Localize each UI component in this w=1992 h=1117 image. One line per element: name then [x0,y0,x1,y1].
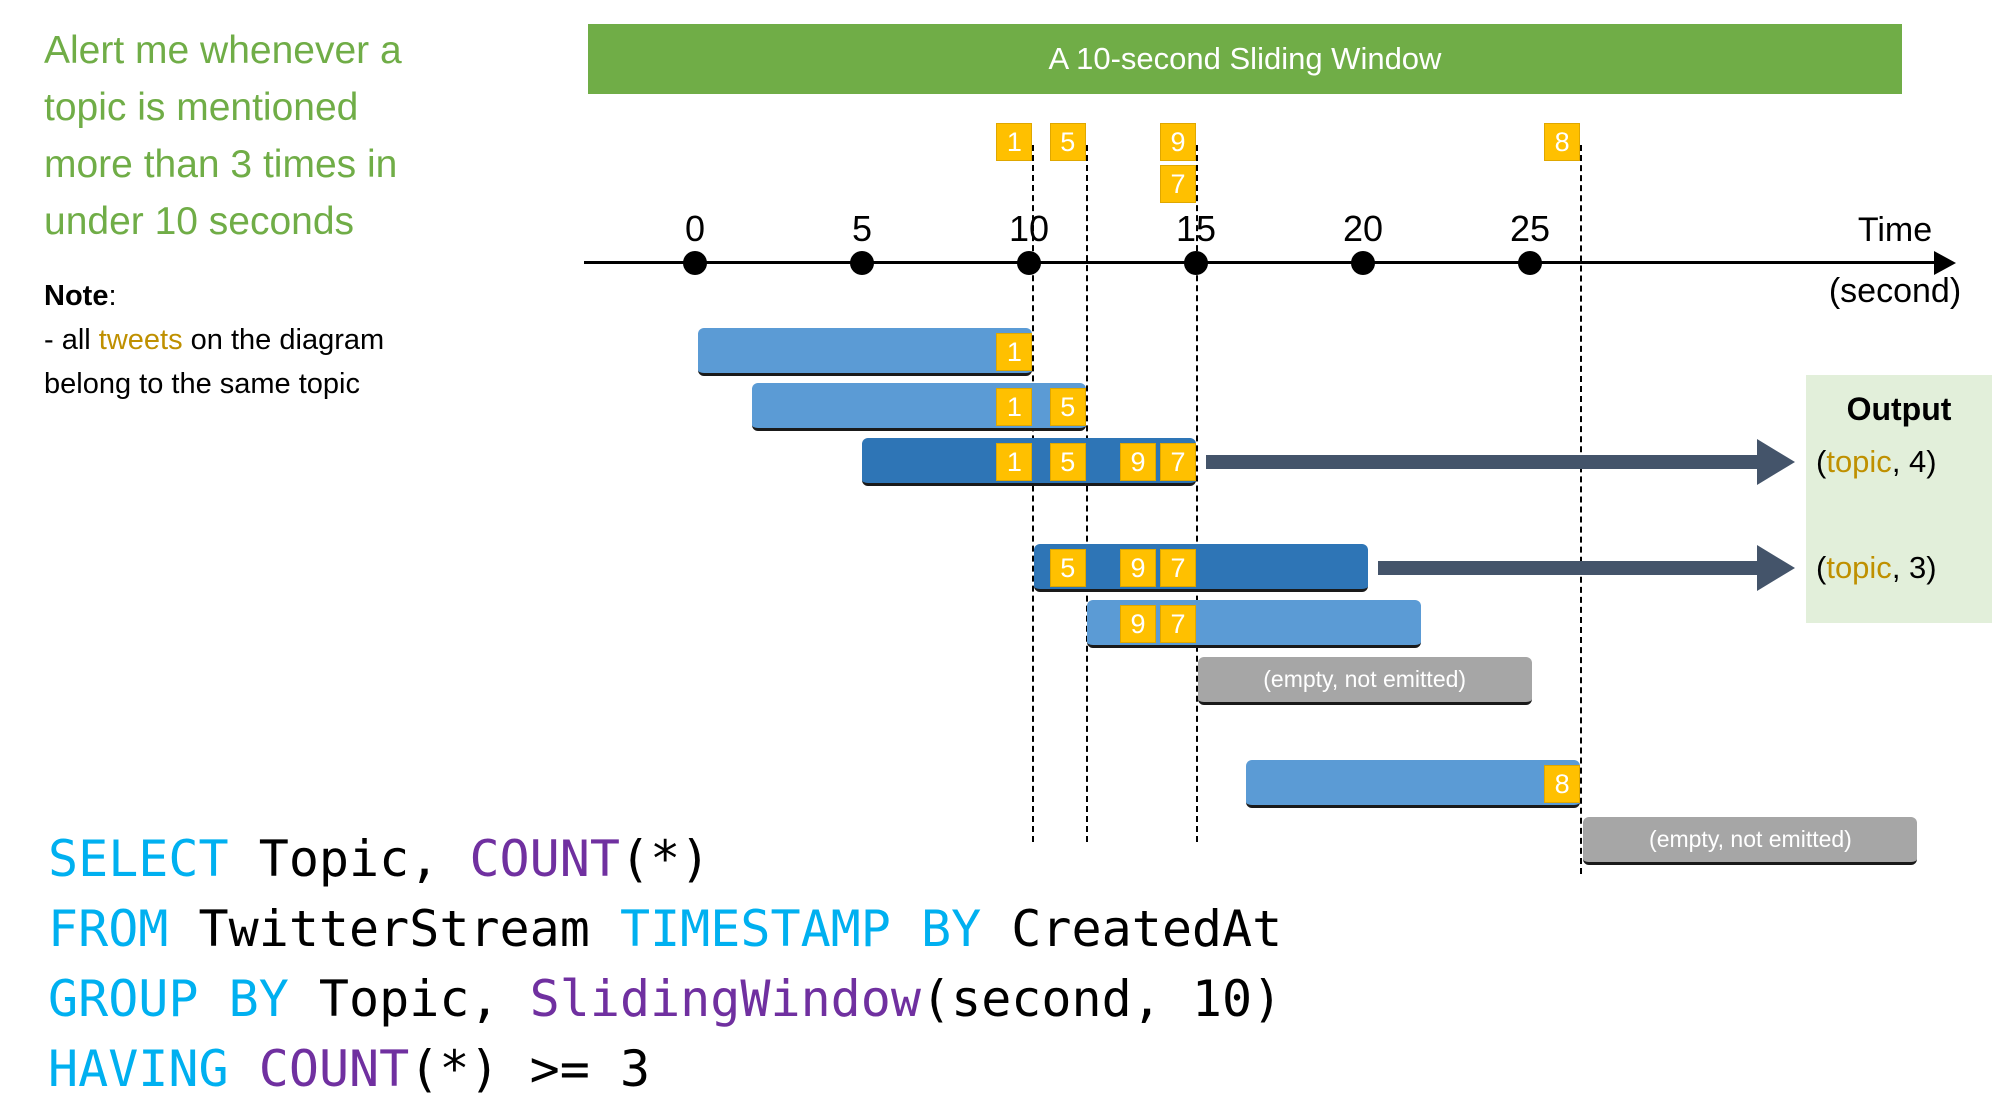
timeline-axis-arrowhead-icon [1934,251,1956,275]
sql-token: TIMESTAMP BY [619,900,982,958]
note-text: on the diagram [182,324,385,356]
timeline-tick-label: 25 [1509,208,1551,249]
sql-token: COUNT [258,1040,410,1098]
output-entry-text: topic [1826,550,1892,585]
sliding-window-banner: A 10-second Sliding Window [588,24,1902,94]
window-bar: (empty, not emitted) [1197,657,1532,705]
output-entry-text: , 3) [1891,550,1937,585]
sql-token: SlidingWindow [529,970,921,1028]
sql-token: (*) >= 3 [409,1040,651,1098]
note-block: Note: - all tweets on the diagram belong … [44,274,484,406]
emit-arrow-head-icon [1757,439,1795,485]
event-badge: 8 [1544,123,1581,161]
note-text: - all [44,324,99,356]
window-event-badge: 5 [1049,388,1086,426]
output-panel: Output (topic, 4)(topic, 3) [1806,375,1992,623]
window-event-badge: 7 [1160,443,1196,481]
emit-arrow-head-icon [1757,545,1795,591]
callout-text: Alert me whenever a topic is mentioned m… [44,22,524,250]
event-time-guide [1580,145,1583,874]
note-body: - all tweets on the diagram belong to the… [44,318,484,406]
sql-token: TwitterStream [168,900,620,958]
window-event-badge: 1 [996,443,1033,481]
output-entry-text: topic [1826,444,1892,479]
axis-label-time: Time [1857,211,1933,249]
timeline-tick-label: 15 [1175,208,1217,249]
timeline-tick-label: 0 [684,208,706,249]
sql-line: HAVING COUNT(*) >= 3 [48,1034,1282,1104]
note-heading-label: Note [44,280,109,312]
window-event-badge: 1 [996,388,1033,426]
sql-line: FROM TwitterStream TIMESTAMP BY CreatedA… [48,894,1282,964]
window-event-badge: 9 [1120,605,1156,643]
note-text: tweets [98,324,183,356]
timeline-tick-dot [1518,251,1542,275]
note-text: belong to the same topic [44,368,360,400]
sql-token: (*) [619,830,711,888]
window-bar [1246,760,1581,808]
timeline-tick-label: 5 [851,208,873,249]
timeline-tick-dot [683,251,707,275]
sql-token: Topic, [288,970,530,1028]
output-entry: (topic, 3) [1816,550,1937,586]
callout-line: topic is mentioned [44,86,359,129]
window-event-badge: 9 [1120,549,1156,587]
event-time-guide [1196,145,1198,842]
emit-arrow [1378,561,1757,575]
event-time-guide [1032,145,1035,842]
timeline-tick-dot [850,251,874,275]
sql-token: GROUP BY [48,970,289,1028]
window-bar [751,383,1086,431]
output-entry-text: , 4) [1891,444,1937,479]
sql-token: COUNT [469,830,620,888]
output-entry-text: ( [1816,444,1827,479]
sql-token: SELECT [48,830,229,888]
sql-token [229,1040,259,1098]
timeline-tick-label: 20 [1342,208,1384,249]
sql-line: SELECT Topic, COUNT(*) [48,824,1282,894]
window-event-badge: 5 [1049,549,1086,587]
callout-line: more than 3 times in [44,143,398,186]
note-line: belong to the same topic [44,362,484,406]
timeline-tick-label: 10 [1008,208,1050,249]
window-empty-label: (empty, not emitted) [1263,666,1467,692]
window-bar: (empty, not emitted) [1583,817,1918,865]
axis-label-unit: (second) [1828,272,1962,310]
callout-line: under 10 seconds [44,200,355,243]
window-event-badge: 1 [996,333,1033,371]
window-event-badge: 5 [1049,443,1086,481]
event-time-guide [1085,145,1088,842]
window-event-badge: 7 [1160,605,1196,643]
timeline-tick-dot [1017,251,1041,275]
timeline-axis [584,261,1934,264]
output-entry-text: ( [1816,550,1827,585]
event-badge: 1 [996,123,1033,161]
window-empty-label: (empty, not emitted) [1649,826,1852,852]
emit-arrow [1206,455,1757,469]
sql-token: (second, 10) [921,970,1283,1028]
sql-line: GROUP BY Topic, SlidingWindow(second, 10… [48,964,1282,1034]
note-line: - all tweets on the diagram [44,318,484,362]
timeline-tick-dot [1351,251,1375,275]
window-bar [698,328,1033,376]
window-event-badge: 9 [1120,443,1156,481]
callout-line: Alert me whenever a [44,29,402,72]
event-badge: 7 [1160,165,1196,203]
window-event-badge: 7 [1160,549,1196,587]
sql-token: HAVING [48,1040,229,1098]
timeline-tick-dot [1184,251,1208,275]
window-bar [1034,544,1368,592]
event-badge: 9 [1160,123,1196,161]
event-badge: 5 [1049,123,1086,161]
note-heading: Note: [44,274,484,318]
sql-token: CreatedAt [981,900,1283,958]
sql-token: Topic, [228,830,470,888]
sql-code: SELECT Topic, COUNT(*)FROM TwitterStream… [48,824,1282,1104]
output-heading: Output [1846,391,1952,427]
window-event-badge: 8 [1544,765,1581,803]
sql-token: FROM [48,900,169,958]
note-heading-colon: : [108,280,117,312]
output-entry: (topic, 4) [1816,444,1937,480]
